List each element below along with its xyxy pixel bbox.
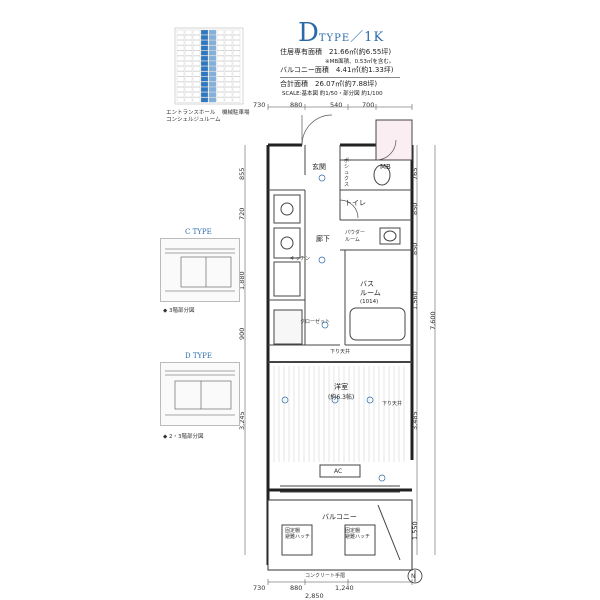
bottom-dim-3: 1,240 (335, 584, 354, 592)
balcony-row: バルコニー面積 4.41㎡(約1.33坪) (280, 66, 394, 74)
right-dim-1: 765 (411, 167, 419, 180)
ac-label: AC (334, 468, 343, 475)
shoebox-label: ポシュクス (344, 158, 350, 188)
layout-name: ／1K (350, 30, 385, 45)
hall-label: 廊下 (316, 235, 330, 243)
right-dim-3: 850 (411, 242, 419, 255)
toilet-label: トイレ (345, 199, 366, 207)
scale-note: SCALE:基本図 約1/50・部分図 約1/100 (282, 91, 383, 97)
fixed-shelf-1: 固定棚避難ハッチ (285, 528, 311, 540)
spec-divider (280, 77, 400, 78)
western-room-label: 洋室 (約6.3帖) (328, 383, 355, 401)
bottom-dim-1: 730 (253, 584, 266, 592)
top-dim-3: 540 (330, 101, 343, 109)
key-machine: 機械駐車場 (222, 110, 250, 116)
genkan-label: 玄関 (312, 163, 326, 171)
bottom-dim-2: 880 (290, 584, 303, 592)
right-dim-6: 1,550 (411, 521, 419, 540)
bath-label: バスルーム (1014) (360, 280, 381, 305)
total-row: 合計面積 26.07㎡(約7.88坪) (280, 80, 378, 88)
key-concierge: コンシェルジュルーム (166, 117, 221, 123)
fixed-shelf-2: 固定棚避難ハッチ (345, 528, 371, 540)
c-type-title: C TYPE (185, 228, 212, 236)
right-total: 7,600 (429, 311, 437, 330)
side-lowered-ceiling: 下り天井 (382, 401, 403, 407)
c-type-inset (160, 238, 240, 302)
powder-label: パウダールーム (345, 230, 366, 243)
right-dim-4: 1,560 (411, 291, 419, 310)
concrete-rail-label: コンクリート手摺 (305, 573, 346, 579)
left-dim-2: 720 (238, 207, 246, 220)
type-title: DTYPE／1K (298, 20, 384, 52)
top-dim-4: 700 (362, 101, 375, 109)
key-entrance: エントランスホール (166, 110, 216, 116)
floor-plan (244, 104, 436, 585)
left-dim-1: 855 (238, 167, 246, 180)
compass-n: N (411, 573, 416, 580)
balcony-label: バルコニー (322, 513, 357, 521)
type-letter: D (298, 18, 319, 48)
d-type-inset (160, 362, 240, 426)
right-dim-5: 3,485 (411, 411, 419, 430)
d-type-title: D TYPE (185, 352, 212, 360)
total-width: 2,850 (305, 592, 324, 600)
left-dim-4: 900 (238, 327, 246, 340)
type-word: TYPE (318, 33, 351, 44)
d-type-caption: ◆ 2・3階部分図 (163, 434, 204, 440)
mb-label: MB (380, 163, 391, 171)
mb-note: ※MB面積、0.53㎡を含む。 (325, 59, 395, 65)
right-dim-2: 850 (411, 202, 419, 215)
lowered-ceiling-label: 下り天井 (330, 349, 351, 355)
key-plan (174, 27, 244, 105)
kitchen-label: キッチン (290, 256, 311, 262)
top-dim-2: 880 (290, 101, 303, 109)
c-type-caption: ◆ 3階部分図 (163, 308, 195, 314)
closet-label: クローゼット (300, 319, 331, 325)
top-dim-1: 730 (253, 101, 266, 109)
area-row: 住居専有面積 21.66㎡(約6.55坪) (280, 48, 392, 56)
